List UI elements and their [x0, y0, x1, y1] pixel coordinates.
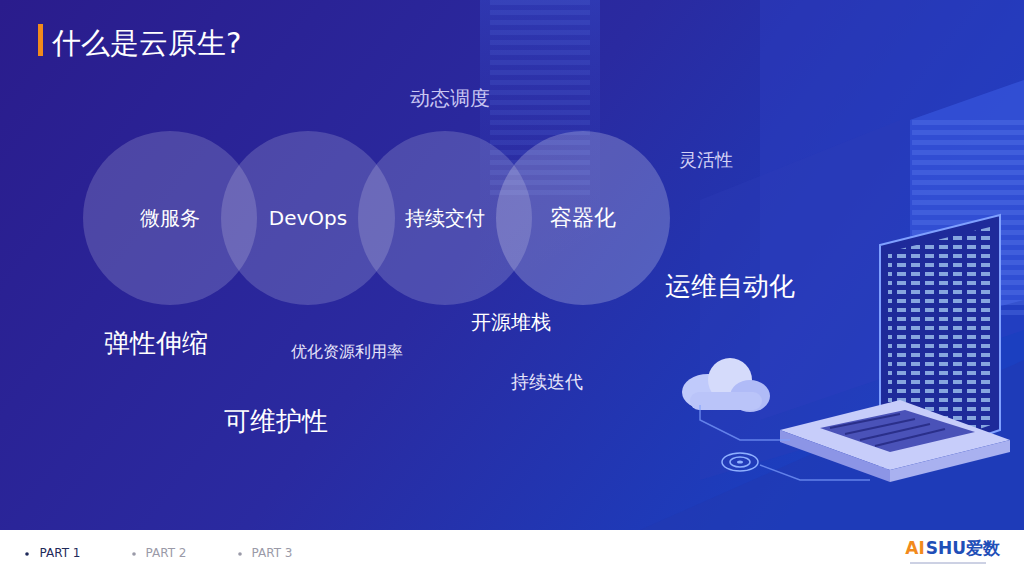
nav-item: PART 1	[40, 547, 81, 560]
keyword: 开源堆栈	[471, 311, 551, 333]
circle-label: DevOps	[269, 206, 347, 230]
concept-circle: 容器化	[496, 131, 670, 305]
logo-text: AI	[905, 539, 924, 558]
circle-label: 容器化	[550, 203, 616, 233]
keyword: 运维自动化	[665, 272, 795, 301]
keyword: 灵活性	[679, 150, 733, 170]
slide-title: 什么是云原生?	[52, 26, 241, 61]
keyword: 优化资源利用率	[291, 343, 403, 361]
nav-item: PART 2	[146, 547, 187, 560]
keyword: 动态调度	[410, 87, 490, 109]
keyword: 持续迭代	[511, 372, 583, 392]
keyword: 弹性伸缩	[104, 329, 208, 358]
circle-label: 持续交付	[405, 205, 485, 232]
keyword: 可维护性	[224, 407, 328, 436]
circle-label: 微服务	[140, 205, 200, 232]
logo-text: SHU爱数	[926, 539, 1000, 558]
nav-item: PART 3	[252, 547, 293, 560]
